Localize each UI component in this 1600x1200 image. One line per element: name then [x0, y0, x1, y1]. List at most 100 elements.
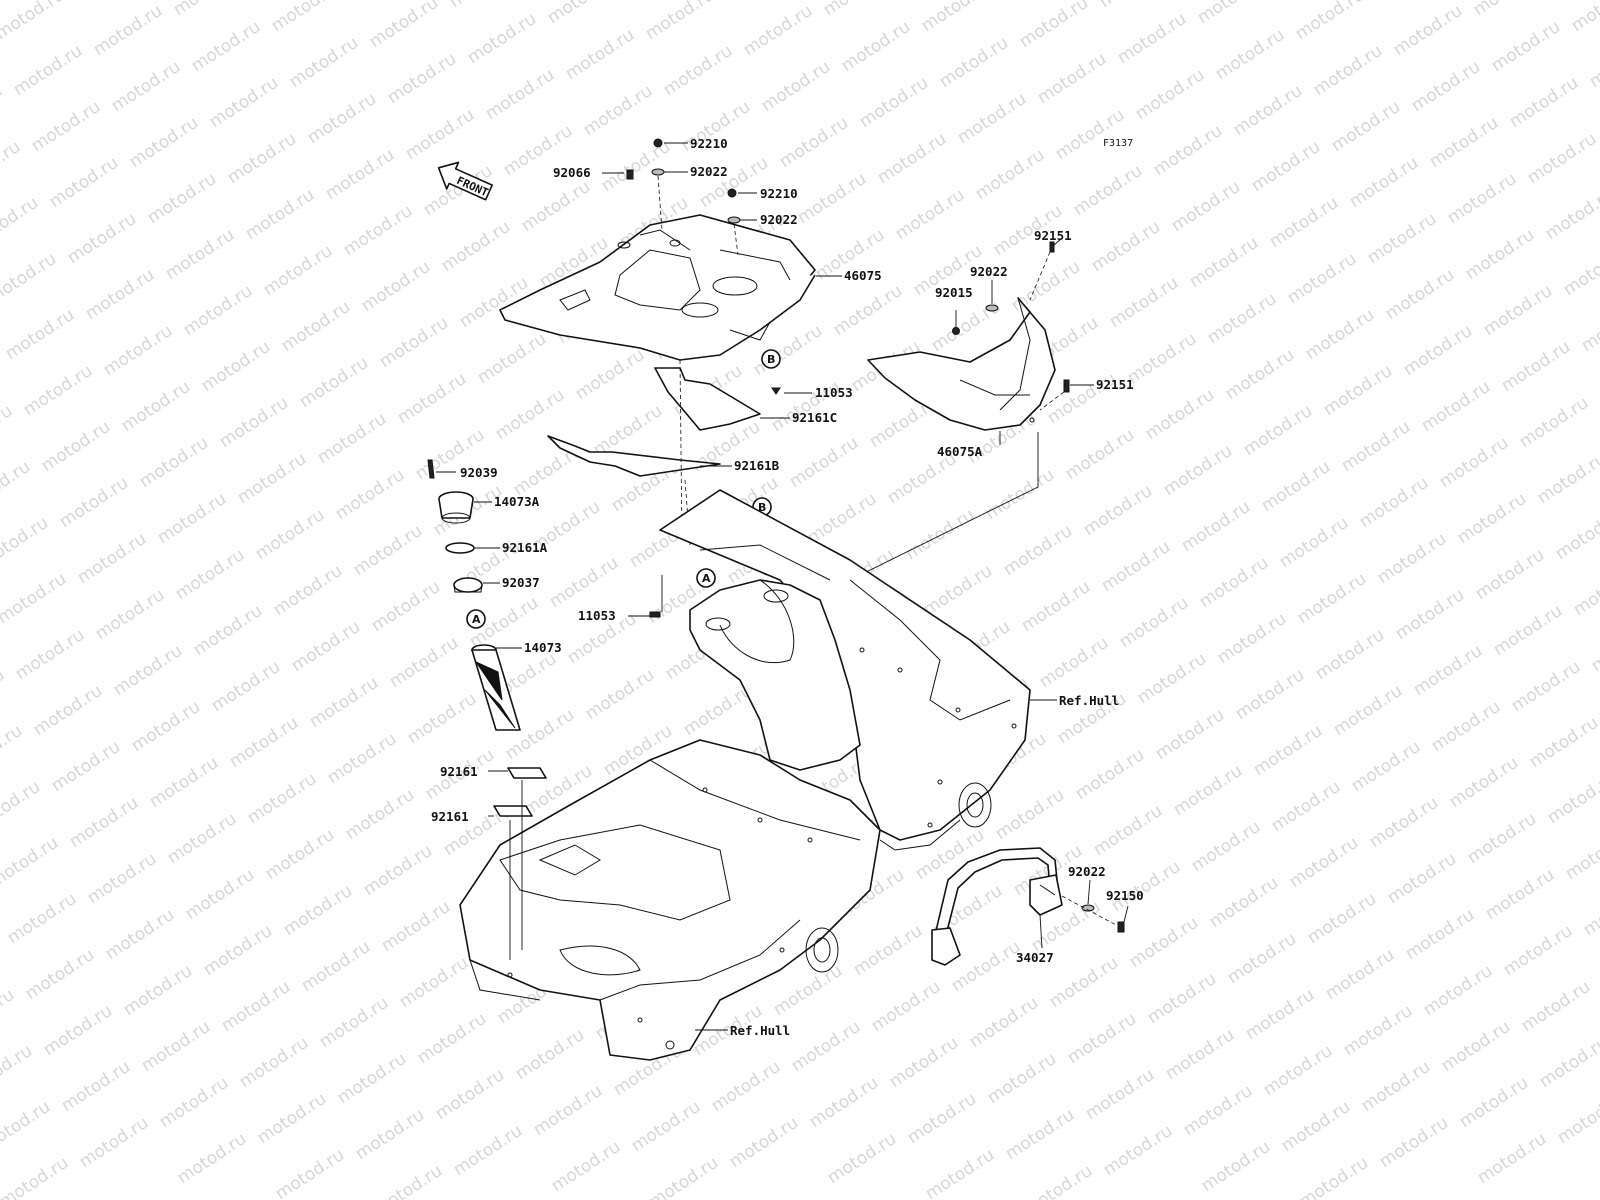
watermark-text: motod.ru: [1196, 553, 1272, 612]
label-46075: 46075: [844, 268, 882, 283]
watermark-text: motod.ru: [64, 209, 140, 268]
watermark-text: motod.ru: [1516, 393, 1592, 452]
watermark-text: motod.ru: [1090, 801, 1166, 860]
watermark-text: motod.ru: [224, 129, 300, 188]
watermark-text: motod.ru: [48, 737, 124, 796]
watermark-text: motod.ru: [1116, 593, 1192, 652]
watermark-text: motod.ru: [270, 561, 346, 620]
watermark-text: motod.ru: [628, 1097, 704, 1156]
watermark-text: motod.ru: [1198, 1137, 1274, 1196]
watermark-text: motod.ru: [1526, 713, 1600, 772]
watermark-text: motod.ru: [92, 585, 168, 644]
watermark-text: motod.ru: [198, 337, 274, 396]
watermark-text: motod.ru: [1474, 1129, 1550, 1188]
watermark-text: motod.ru: [370, 1161, 446, 1200]
label-11053-right: 11053: [815, 385, 853, 400]
watermark-text: motod.ru: [1482, 865, 1558, 924]
watermark-text: motod.ru: [1100, 1121, 1176, 1180]
watermark-text: motod.ru: [0, 401, 16, 460]
clip-11053-left: [649, 611, 661, 618]
label-14073: 14073: [524, 640, 562, 655]
label-92161C: 92161C: [792, 410, 837, 425]
watermark-text: motod.ru: [1302, 305, 1378, 364]
watermark-text: motod.ru: [1126, 913, 1202, 972]
watermark-text: motod.ru: [340, 201, 416, 260]
watermark-text: motod.ru: [886, 1033, 962, 1092]
bolt-92210-mid: [727, 188, 737, 198]
watermark-text: motod.ru: [286, 33, 362, 92]
watermark-text: motod.ru: [1240, 401, 1316, 460]
watermark-text: motod.ru: [1250, 721, 1326, 780]
watermark-text: motod.ru: [1114, 9, 1190, 68]
watermark-text: motod.ru: [1534, 449, 1600, 508]
watermark-text: motod.ru: [598, 137, 674, 196]
watermark-text: motod.ru: [824, 1129, 900, 1188]
watermark-text: motod.ru: [396, 953, 472, 1012]
watermark-text: motod.ru: [72, 0, 148, 4]
watermark-text: motod.ru: [1204, 289, 1280, 348]
watermark-text: motod.ru: [108, 57, 184, 116]
watermark-text: motod.ru: [278, 297, 354, 356]
oring-92161A: [445, 542, 475, 554]
watermark-text: motod.ru: [314, 409, 390, 468]
gasket-92161B: [547, 435, 721, 477]
watermark-text: motod.ru: [102, 905, 178, 964]
watermark-text: motod.ru: [1480, 281, 1556, 340]
watermark-text: motod.ru: [1544, 769, 1600, 828]
watermark-text: motod.ru: [1304, 889, 1380, 948]
watermark-text: motod.ru: [1338, 417, 1414, 476]
watermark-text: motod.ru: [904, 1089, 980, 1148]
watermark-text: motod.ru: [1098, 537, 1174, 596]
watermark-text: motod.ru: [22, 945, 98, 1004]
watermark-text: motod.ru: [1266, 193, 1342, 252]
watermark-text: motod.ru: [136, 433, 212, 492]
watermark-text: motod.ru: [366, 0, 442, 52]
watermark-text: motod.ru: [544, 0, 620, 28]
watermark-text: motod.ru: [758, 57, 834, 116]
watermark-text: motod.ru: [244, 769, 320, 828]
watermark-text: motod.ru: [1168, 177, 1244, 236]
watermark-text: motod.ru: [948, 937, 1024, 996]
watermark-text: motod.ru: [1178, 497, 1254, 556]
watermark-text: motod.ru: [316, 993, 392, 1052]
watermark-text: motod.ru: [1206, 873, 1282, 932]
watermark-text: motod.ru: [708, 1057, 784, 1116]
ref-circle-a-left: [466, 609, 486, 629]
watermark-text: motod.ru: [1586, 33, 1600, 92]
watermark-text: motod.ru: [1080, 481, 1156, 540]
watermark-text: motod.ru: [324, 729, 400, 788]
watermark-text: motod.ru: [474, 329, 550, 388]
watermark-text: motod.ru: [726, 1113, 802, 1172]
watermark-text: motod.ru: [1016, 0, 1092, 52]
watermark-text: motod.ru: [216, 393, 292, 452]
watermark-text: motod.ru: [548, 1137, 624, 1196]
watermark-text: motod.ru: [1490, 601, 1566, 660]
watermark-text: motod.ru: [394, 369, 470, 428]
watermark-text: motod.ru: [432, 1065, 508, 1124]
watermark-text: motod.ru: [482, 65, 558, 124]
hull-lower-section: [459, 739, 881, 1061]
watermark-text: motod.ru: [438, 217, 514, 276]
watermark-text: motod.ru: [1132, 65, 1208, 124]
watermark-text: motod.ru: [1456, 1073, 1532, 1132]
watermark-text: motod.ru: [1436, 433, 1512, 492]
watermark-text: motod.ru: [56, 473, 132, 532]
watermark-text: motod.ru: [660, 41, 736, 100]
watermark-text: motod.ru: [1470, 0, 1546, 20]
watermark-text: motod.ru: [518, 177, 594, 236]
watermark-text: motod.ru: [1296, 1153, 1372, 1200]
watermark-text: motod.ru: [350, 521, 426, 580]
watermark-text: motod.ru: [972, 145, 1048, 204]
watermark-text: motod.ru: [1278, 1097, 1354, 1156]
watermark-text: motod.ru: [464, 9, 540, 68]
watermark-text: motod.ru: [260, 241, 336, 300]
watermark-text: motod.ru: [1268, 777, 1344, 836]
label-92022-top: 92022: [690, 164, 728, 179]
label-92210-mid: 92210: [760, 186, 798, 201]
watermark-text: motod.ru: [1108, 857, 1184, 916]
watermark-text: motod.ru: [352, 1105, 428, 1164]
watermark-text: motod.ru: [262, 825, 338, 884]
watermark-text: motod.ru: [0, 81, 6, 140]
gasket-92161C: [654, 367, 761, 431]
watermark-text: motod.ru: [0, 569, 70, 628]
